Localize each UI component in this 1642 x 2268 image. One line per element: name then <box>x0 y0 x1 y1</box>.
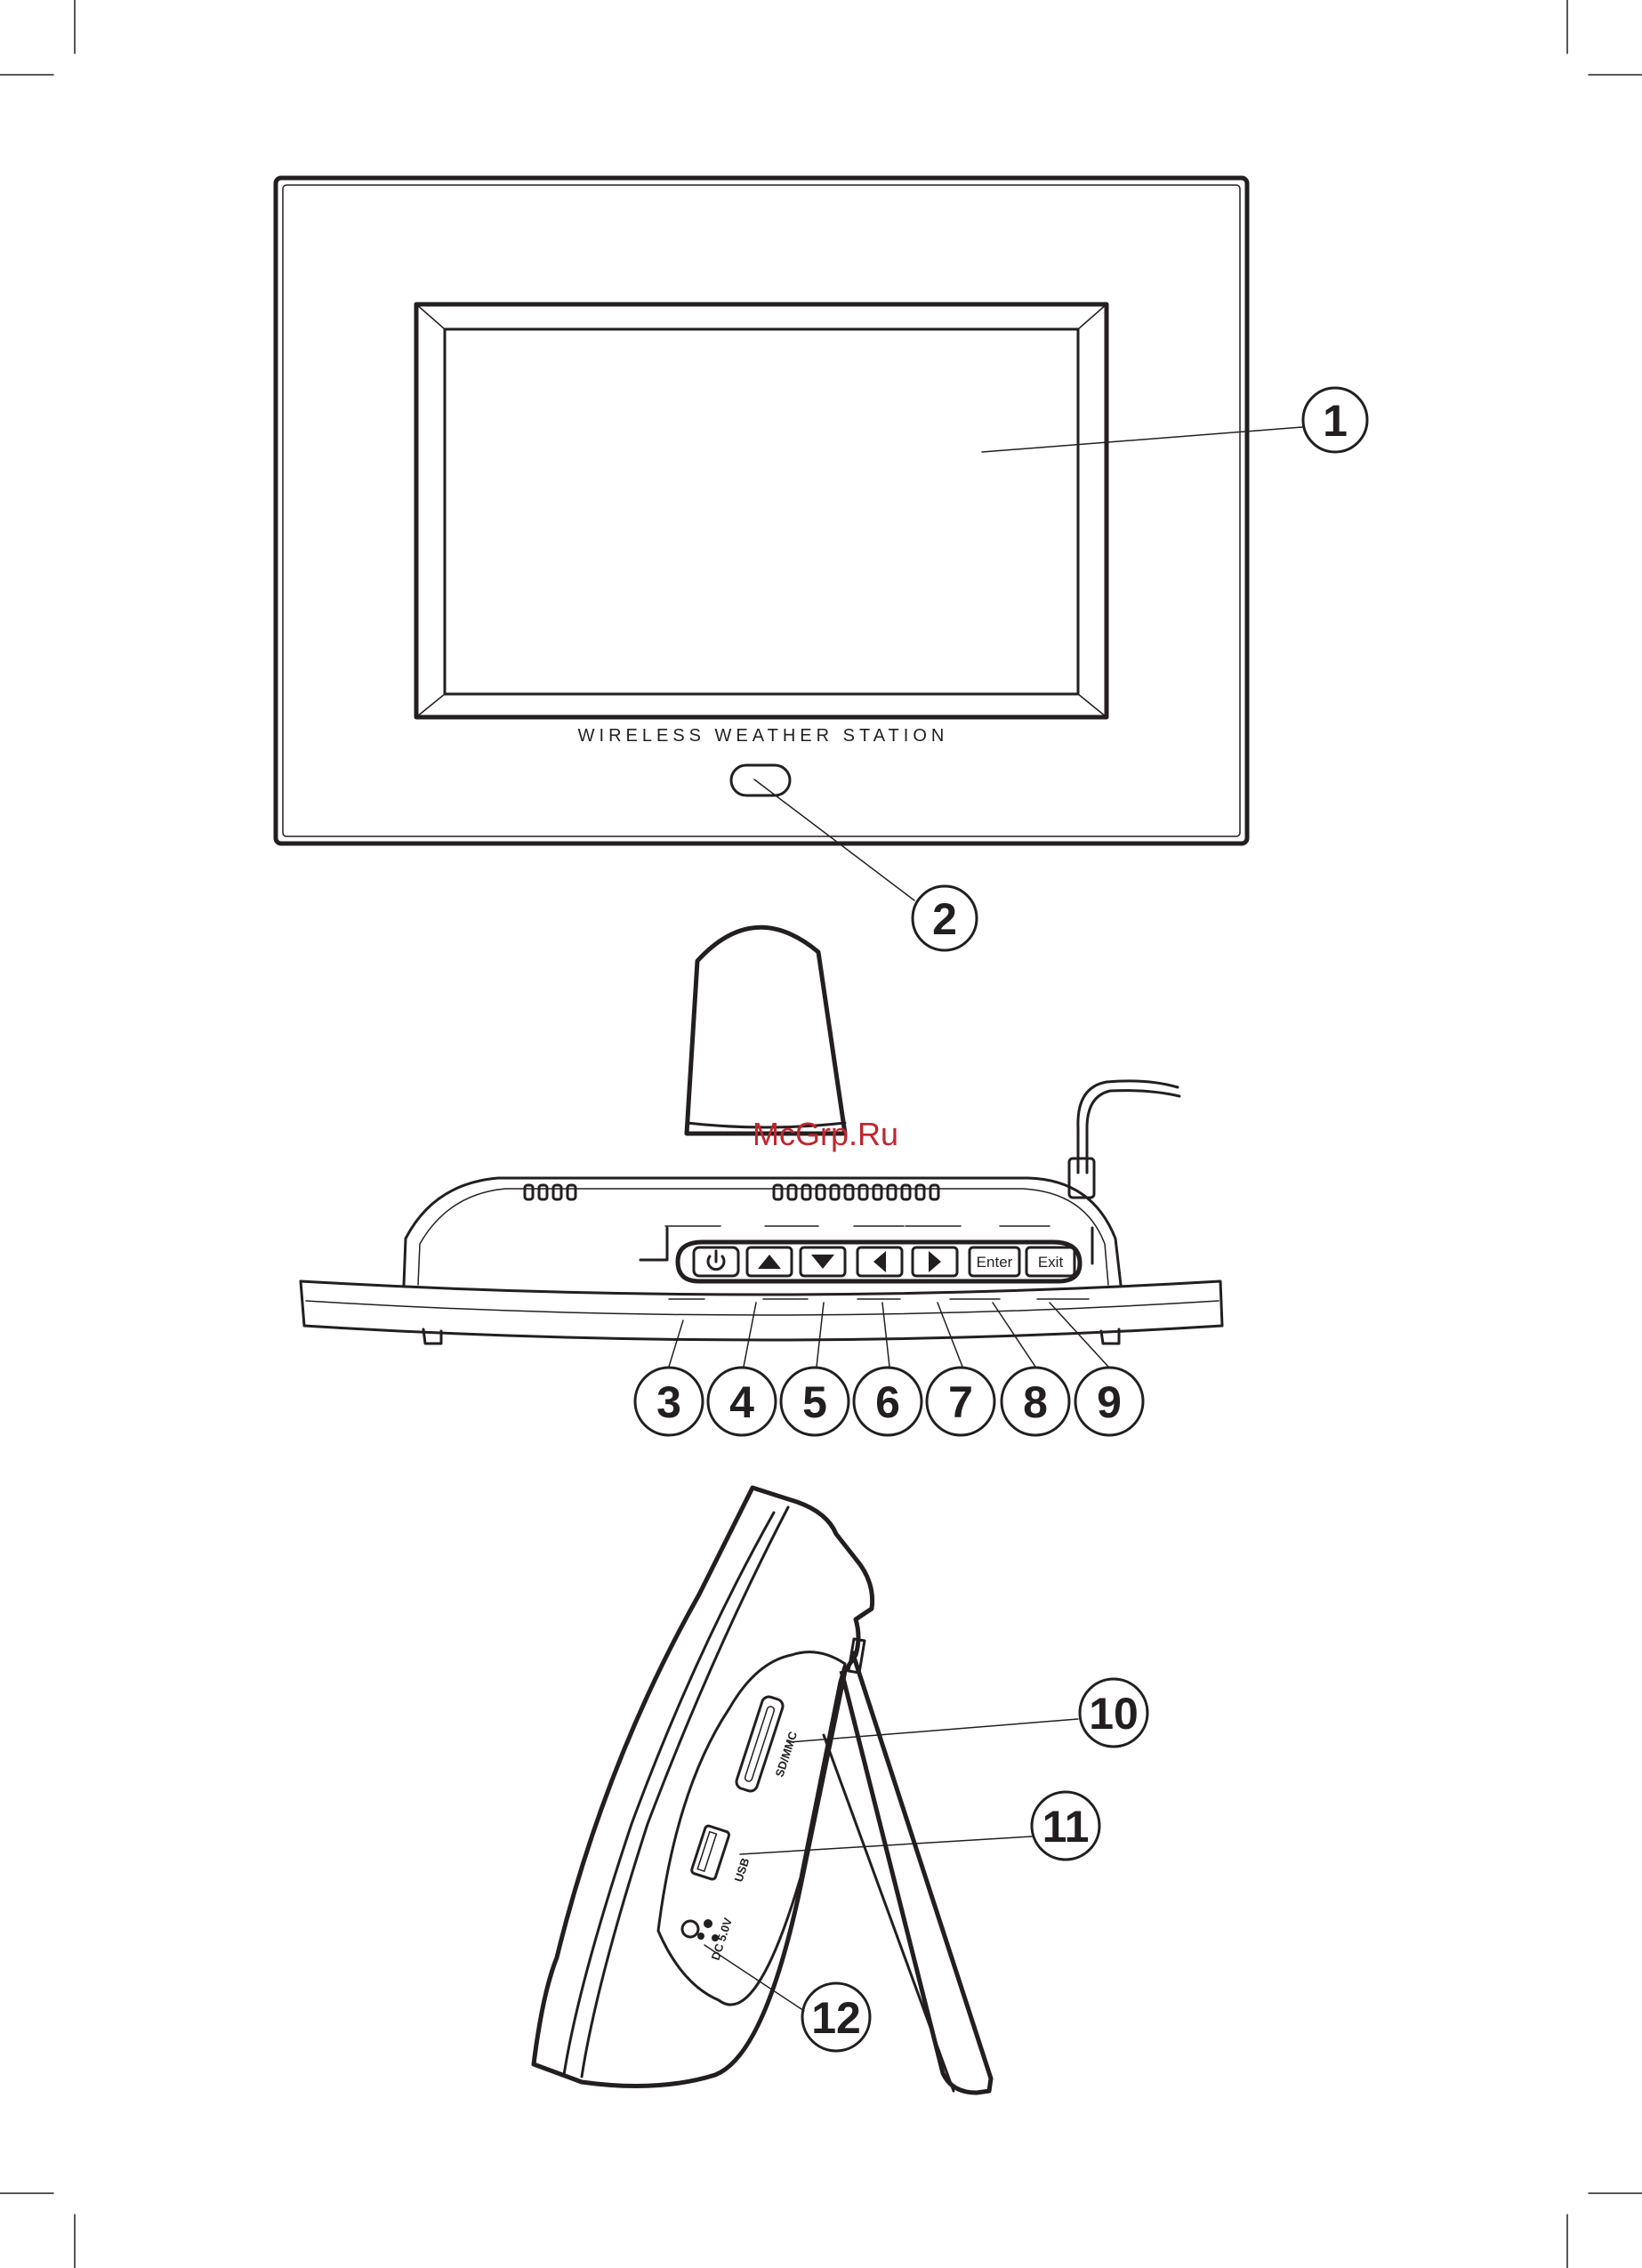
svg-text:3: 3 <box>656 1377 681 1427</box>
sd-card-slot <box>735 1695 785 1793</box>
side-view: SD/MMC USB DC 5.0V <box>534 1488 991 2093</box>
callout-5: 5 <box>781 1368 849 1435</box>
callout-9: 9 <box>1075 1368 1143 1435</box>
watermark: McGrp.Ru <box>753 1116 898 1152</box>
svg-text:12: 12 <box>811 1993 861 2043</box>
front-base-bar <box>301 1281 1222 1340</box>
svg-text:11: 11 <box>1042 1802 1090 1852</box>
callout-2: 2 <box>913 886 977 950</box>
brand-label: WIRELESS WEATHER STATION <box>578 726 949 746</box>
front-view: WIRELESS WEATHER STATION <box>276 178 1247 843</box>
leader-lines <box>669 427 1302 2011</box>
side-port-panel <box>658 1652 845 2005</box>
callout-4: 4 <box>708 1368 776 1435</box>
svg-text:6: 6 <box>875 1377 900 1427</box>
power-icon <box>708 1251 724 1270</box>
polarity-icon <box>704 1919 712 1928</box>
svg-text:4: 4 <box>729 1377 754 1427</box>
arrow-left-icon <box>873 1251 886 1272</box>
vent-slots <box>525 1185 938 1199</box>
dc-power-jack <box>682 1921 698 1937</box>
cable-strain-relief <box>1069 1158 1094 1198</box>
enter-button-label: Enter <box>977 1254 1013 1271</box>
svg-text:7: 7 <box>948 1377 973 1427</box>
display-bezel <box>416 304 1107 717</box>
callout-6: 6 <box>854 1368 922 1435</box>
callout-11: 11 <box>1032 1792 1099 1860</box>
callout-10: 10 <box>1080 1679 1147 1747</box>
callout-8: 8 <box>1002 1368 1069 1435</box>
svg-text:2: 2 <box>932 894 957 944</box>
arrow-down-icon <box>811 1255 834 1269</box>
callout-3: 3 <box>635 1368 703 1435</box>
light-sensor <box>731 765 790 795</box>
arrow-up-icon <box>758 1255 781 1269</box>
callout-1: 1 <box>1303 388 1367 452</box>
callout-12: 12 <box>802 1983 870 2051</box>
callouts: 1 2 3 4 5 6 7 8 <box>635 388 1367 2051</box>
antenna <box>687 927 845 1134</box>
usb-port-label: USB <box>732 1856 753 1884</box>
arrow-right-icon <box>929 1251 941 1272</box>
display-screen <box>445 329 1078 694</box>
exit-button-label: Exit <box>1038 1254 1064 1271</box>
svg-text:10: 10 <box>1089 1689 1139 1739</box>
callout-7: 7 <box>927 1368 994 1435</box>
svg-text:5: 5 <box>802 1377 827 1427</box>
svg-text:9: 9 <box>1097 1377 1122 1427</box>
svg-text:1: 1 <box>1323 396 1348 446</box>
svg-text:8: 8 <box>1023 1377 1048 1427</box>
sd-card-slot-label: SD/MMC <box>773 1730 801 1779</box>
bezel-corner-lines <box>416 304 1107 717</box>
stand-leg <box>841 1651 991 2093</box>
